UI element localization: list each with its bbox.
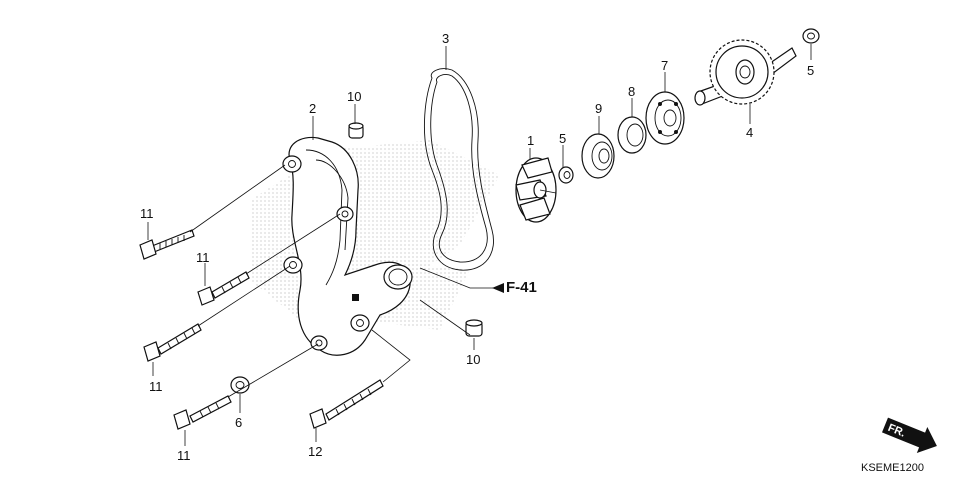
reference-arrow: F-41 [492,279,537,296]
washer-right [802,28,820,44]
callout-12: 12 [308,444,322,459]
bolt-4 [173,395,232,430]
pump-shaft-gear [694,39,797,106]
callout-labels: 3 2 10 1 5 9 8 7 5 4 11 11 11 11 6 12 10 [140,31,814,463]
washer-6 [230,376,250,394]
callout-10-bottom: 10 [466,352,480,367]
front-direction-indicator: FR. [882,417,937,453]
callout-9: 9 [595,101,602,116]
callout-11-a: 11 [140,206,154,221]
bolt-3 [143,323,202,362]
callout-5-left: 5 [559,131,566,146]
washer-left [558,166,574,184]
impeller [515,157,557,223]
callout-3: 3 [442,31,449,46]
oil-seal [617,116,647,154]
bolt-1 [139,229,195,260]
dowel-pin-bottom [465,319,483,337]
water-seal [581,133,615,179]
bolt-12 [309,379,384,429]
bolt-2 [197,271,250,306]
bearing [645,91,685,145]
callout-10-top: 10 [347,89,361,104]
reference-label: F-41 [506,279,537,296]
dowel-pin-top [348,122,364,139]
leader-lines [147,44,812,446]
callout-8: 8 [628,84,635,99]
callout-11-d: 11 [177,448,191,463]
diagram-code: KSEME1200 [861,462,924,474]
callout-5-right: 5 [807,63,814,78]
callout-7: 7 [661,58,668,73]
gasket [424,68,494,271]
water-pump-cover [282,136,413,356]
callout-11-b: 11 [196,250,210,265]
callout-4: 4 [746,125,753,140]
callout-6: 6 [235,415,242,430]
callout-2: 2 [309,101,316,116]
callout-1: 1 [527,133,534,148]
callout-11-c: 11 [149,379,163,394]
